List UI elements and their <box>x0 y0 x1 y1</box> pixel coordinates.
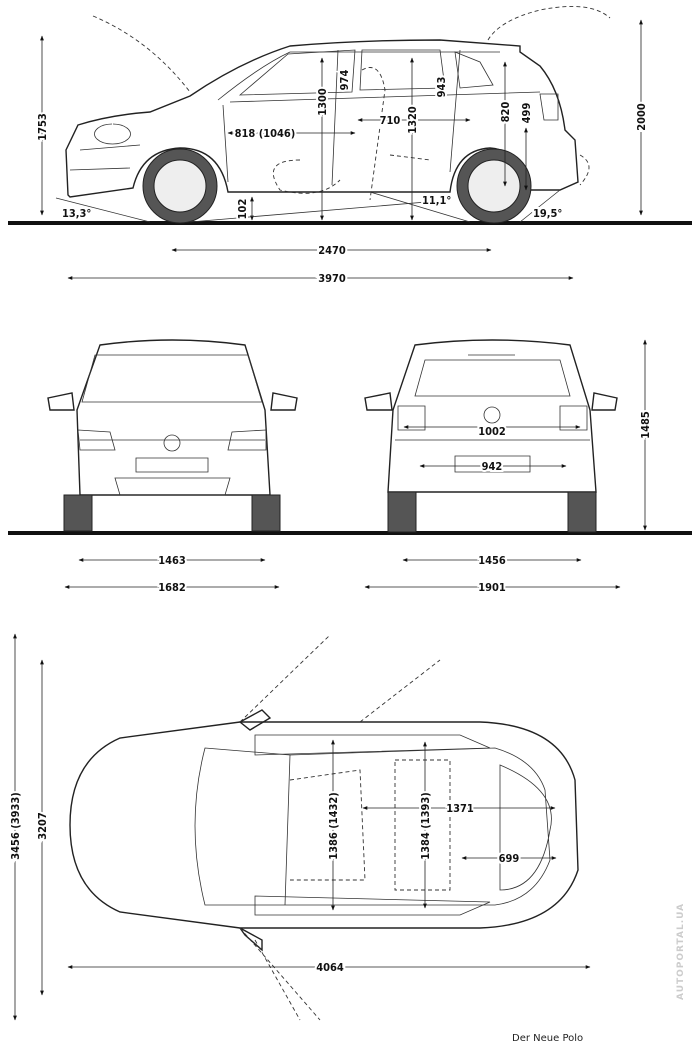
dim-974: 974 <box>338 70 351 91</box>
dim-1463: 1463 <box>158 554 186 567</box>
dim-2000: 2000 <box>635 103 648 131</box>
side-lamps <box>94 93 559 145</box>
dim-1371: 1371 <box>446 802 474 815</box>
dim-4064: 4064 <box>316 961 344 974</box>
dim-1456: 1456 <box>478 554 506 567</box>
dim-699: 699 <box>499 852 520 865</box>
dim-1753: 1753 <box>36 113 49 141</box>
caption: Der Neue Polo <box>512 1033 584 1044</box>
dim-2470: 2470 <box>318 244 346 257</box>
dim-3207: 3207 <box>36 812 49 840</box>
dim-1682: 1682 <box>158 581 186 594</box>
dim-1300: 1300 <box>316 88 329 116</box>
dim-818: 818 (1046) <box>235 127 296 140</box>
watermark: AUTOPORTAL.UA <box>676 902 686 1000</box>
rear-rim <box>467 159 521 213</box>
dim-1386: 1386 (1432) <box>327 792 340 860</box>
approach-angle: 13,3° <box>62 207 91 220</box>
departure-angle: 19,5° <box>533 207 562 220</box>
side-body-outline <box>65 39 579 198</box>
rear-view: 1485 1002 942 1456 1901 <box>364 339 654 596</box>
opening-arcs <box>92 5 611 201</box>
dim-1320: 1320 <box>406 106 419 134</box>
side-windows <box>238 49 494 96</box>
dim-710: 710 <box>380 114 401 127</box>
ramp-angle: 11,1° <box>422 194 451 207</box>
dim-943: 943 <box>435 77 448 98</box>
front-rim <box>153 159 207 213</box>
dim-1901: 1901 <box>478 581 506 594</box>
dim-102: 102 <box>236 199 249 220</box>
front-view: 1463 1682 <box>8 339 692 596</box>
dim-3970: 3970 <box>318 272 346 285</box>
top-view: 3456 (3933) 3207 1386 (1432) 1384 (1393)… <box>7 633 591 1021</box>
dim-1485: 1485 <box>639 411 652 439</box>
side-view: 1753 2000 1300 974 1320 943 820 499 818 … <box>8 5 692 287</box>
dim-1002: 1002 <box>478 425 506 438</box>
dim-820: 820 <box>499 102 512 123</box>
dim-1384: 1384 (1393) <box>419 792 432 860</box>
dim-942: 942 <box>482 460 503 473</box>
dim-499: 499 <box>520 103 533 124</box>
side-body-lines <box>69 49 541 186</box>
dim-3456: 3456 (3933) <box>9 792 22 860</box>
